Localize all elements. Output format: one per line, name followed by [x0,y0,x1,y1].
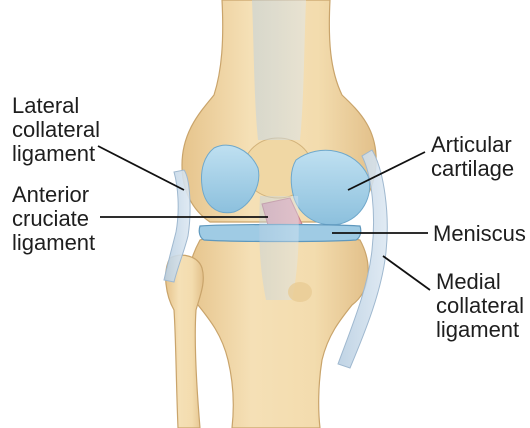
leader-lateral-collateral [98,146,184,190]
label-lateral-collateral-ligament: Lateral collateral ligament [12,94,100,166]
label-anterior-cruciate-ligament: Anterior cruciate ligament [12,183,95,255]
label-meniscus: Meniscus [433,222,526,246]
quadriceps-tendon [252,0,306,140]
label-articular-cartilage: Articular cartilage [431,133,514,181]
tibial-tuberosity [288,282,312,302]
label-medial-collateral-ligament: Medial collateral ligament [436,270,524,342]
leader-medial-collateral [383,256,430,290]
